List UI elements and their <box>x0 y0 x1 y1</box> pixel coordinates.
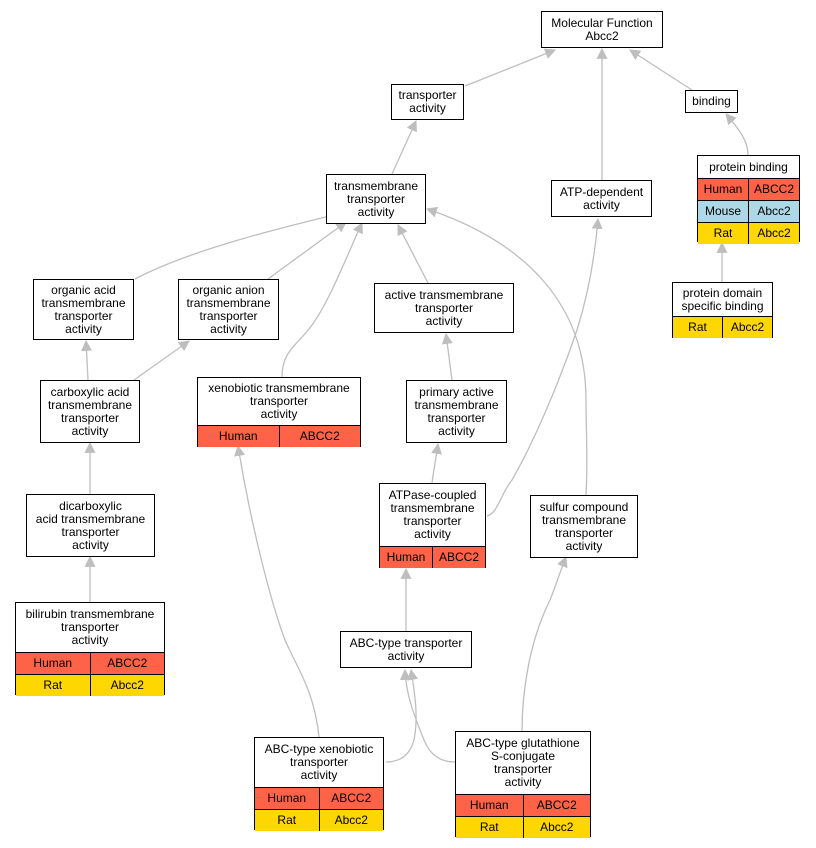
node-primary-active-transmembrane-transporter-activity[interactable]: primary active transmembrane transporter… <box>406 380 507 443</box>
node-bilirubin-transmembrane-transporter-activity[interactable]: bilirubin transmembrane transporter acti… <box>15 602 165 696</box>
annotation-row: Human ABCC2 <box>255 787 383 809</box>
gene-cell: ABCC2 <box>89 653 165 674</box>
node-binding[interactable]: binding <box>685 90 738 113</box>
species-cell: Rat <box>688 320 707 334</box>
gene-cell: ABCC2 <box>748 179 799 200</box>
node-label: transmembrane transporter activity <box>333 178 419 219</box>
annotation-row: Rat Abcc2 <box>255 809 383 831</box>
annotation-row: Rat Abcc2 <box>698 222 799 244</box>
edge-abcglut-to-abc <box>399 668 456 763</box>
edge-carbox-to-orgacid <box>81 339 92 381</box>
species-cell: Rat <box>277 813 297 827</box>
node-label: dicarboxylic acid transmembrane transpor… <box>35 498 146 552</box>
species-cell: Rat <box>713 226 733 240</box>
node-label: protein binding <box>709 159 788 174</box>
edge-orgacid-to-tm <box>134 210 340 280</box>
node-label: protein domain specific binding <box>681 285 764 313</box>
node-label: ATPase-coupled transmembrane transporter… <box>388 488 477 541</box>
gene-cell: Abcc2 <box>748 223 799 244</box>
node-dicarboxylic-acid-transmembrane-transporter-activity[interactable]: dicarboxylic acid transmembrane transpor… <box>26 494 155 557</box>
gene-cell: ABCC2 <box>432 547 485 568</box>
edge-activetm-to-tm <box>397 224 429 284</box>
node-label: Molecular Function Abcc2 <box>551 15 653 43</box>
node-carboxylic-acid-transmembrane-transporter-activity[interactable]: carboxylic acid transmembrane transporte… <box>40 380 140 443</box>
edge-binding-to-mf <box>629 49 693 91</box>
node-label: bilirubin transmembrane transporter acti… <box>25 607 155 647</box>
gene-cell: Abcc2 <box>89 675 165 696</box>
node-active-transmembrane-transporter-activity[interactable]: active transmembrane transporter activit… <box>374 283 514 333</box>
edge-primact-to-activetm <box>441 332 453 381</box>
species-cell: Human <box>469 798 509 812</box>
species-cell: Human <box>33 656 73 670</box>
edge-abcxeno-to-xeno <box>234 444 320 738</box>
node-organic-anion-transmembrane-transporter-activity[interactable]: organic anion transmembrane transporter … <box>178 279 279 340</box>
edge-organion-to-tm <box>267 221 347 280</box>
node-abc-type-xenobiotic-transporter-activity[interactable]: ABC-type xenobiotic transporter activity… <box>254 737 384 831</box>
edge-xeno-to-tm <box>281 222 363 378</box>
edge-tm-to-transporter <box>391 119 417 175</box>
annotation-row: Rat Abcc2 <box>456 816 590 838</box>
species-cell: Human <box>703 182 743 196</box>
node-abc-type-transporter-activity[interactable]: ABC-type transporter activity <box>340 631 472 668</box>
edge-carbox-to-organion <box>133 340 190 381</box>
species-cell: Rat <box>43 678 63 692</box>
species-cell: Human <box>218 429 258 443</box>
edge-atpase-to-atpdep <box>486 217 603 517</box>
node-label: ATP-dependent activity <box>559 184 644 212</box>
species-cell: Mouse <box>704 204 742 218</box>
annotation-row: Human ABCC2 <box>380 546 485 568</box>
node-label: transporter activity <box>398 88 457 115</box>
node-molecular-function[interactable]: Molecular Function Abcc2 <box>541 11 663 48</box>
gene-cell: Abcc2 <box>318 810 384 831</box>
node-transporter-activity[interactable]: transporter activity <box>391 84 464 120</box>
annotation-row: Human ABCC2 <box>198 425 360 447</box>
gene-cell: Abcc2 <box>722 317 772 338</box>
annotation-row: Rat Abcc2 <box>673 316 772 338</box>
node-atp-dependent-activity[interactable]: ATP-dependent activity <box>551 180 652 217</box>
node-label: active transmembrane transporter activit… <box>384 287 504 328</box>
gene-cell: ABCC2 <box>278 426 361 447</box>
edge-abcglut-to-sulfur <box>521 555 568 732</box>
node-label: organic anion transmembrane transporter … <box>186 282 271 336</box>
species-cell: Human <box>267 791 307 805</box>
node-label: sulfur compound transmembrane transporte… <box>539 499 629 553</box>
node-label: ABC-type transporter activity <box>349 635 463 663</box>
node-label: xenobiotic transmembrane transporter act… <box>208 381 350 421</box>
node-sulfur-compound-transmembrane-transporter-activity[interactable]: sulfur compound transmembrane transporte… <box>530 495 638 558</box>
node-label: primary active transmembrane transporter… <box>414 384 499 438</box>
annotation-row: Mouse Abcc2 <box>698 200 799 222</box>
edge-transporter-to-mf <box>464 48 557 87</box>
edge-protbind-to-binding <box>725 113 749 156</box>
node-xenobiotic-transmembrane-transporter-activity[interactable]: xenobiotic transmembrane transporter act… <box>197 377 361 447</box>
gene-cell: Abcc2 <box>748 201 799 222</box>
node-label: organic acid transmembrane transporter a… <box>41 282 126 336</box>
node-abc-type-glutathione-s-conjugate-transporter-activity[interactable]: ABC-type glutathione S-conjugate transpo… <box>455 731 591 838</box>
species-cell: Human <box>386 550 426 564</box>
annotation-row: Rat Abcc2 <box>16 674 164 696</box>
annotation-row: Human ABCC2 <box>456 794 590 816</box>
node-organic-acid-transmembrane-transporter-activity[interactable]: organic acid transmembrane transporter a… <box>33 279 134 340</box>
annotation-row: Human ABCC2 <box>698 178 799 200</box>
node-label: binding <box>692 94 731 108</box>
annotation-row: Human ABCC2 <box>16 652 164 674</box>
edge-atpase-to-primact <box>431 442 443 484</box>
node-label: ABC-type xenobiotic transporter activity <box>264 742 374 782</box>
gene-cell: ABCC2 <box>522 795 591 816</box>
node-atpase-coupled-transmembrane-transporter-activity[interactable]: ATPase-coupled transmembrane transporter… <box>379 483 486 568</box>
node-label: ABC-type glutathione S-conjugate transpo… <box>466 736 580 789</box>
edge-abcxeno-to-abc <box>385 668 419 763</box>
species-cell: Rat <box>479 820 499 834</box>
node-label: carboxylic acid transmembrane transporte… <box>47 384 133 438</box>
edge-sulfur-to-tm <box>425 206 588 496</box>
gene-cell: Abcc2 <box>522 817 591 838</box>
gene-cell: ABCC2 <box>318 788 384 809</box>
node-transmembrane-transporter-activity[interactable]: transmembrane transporter activity <box>326 174 426 224</box>
